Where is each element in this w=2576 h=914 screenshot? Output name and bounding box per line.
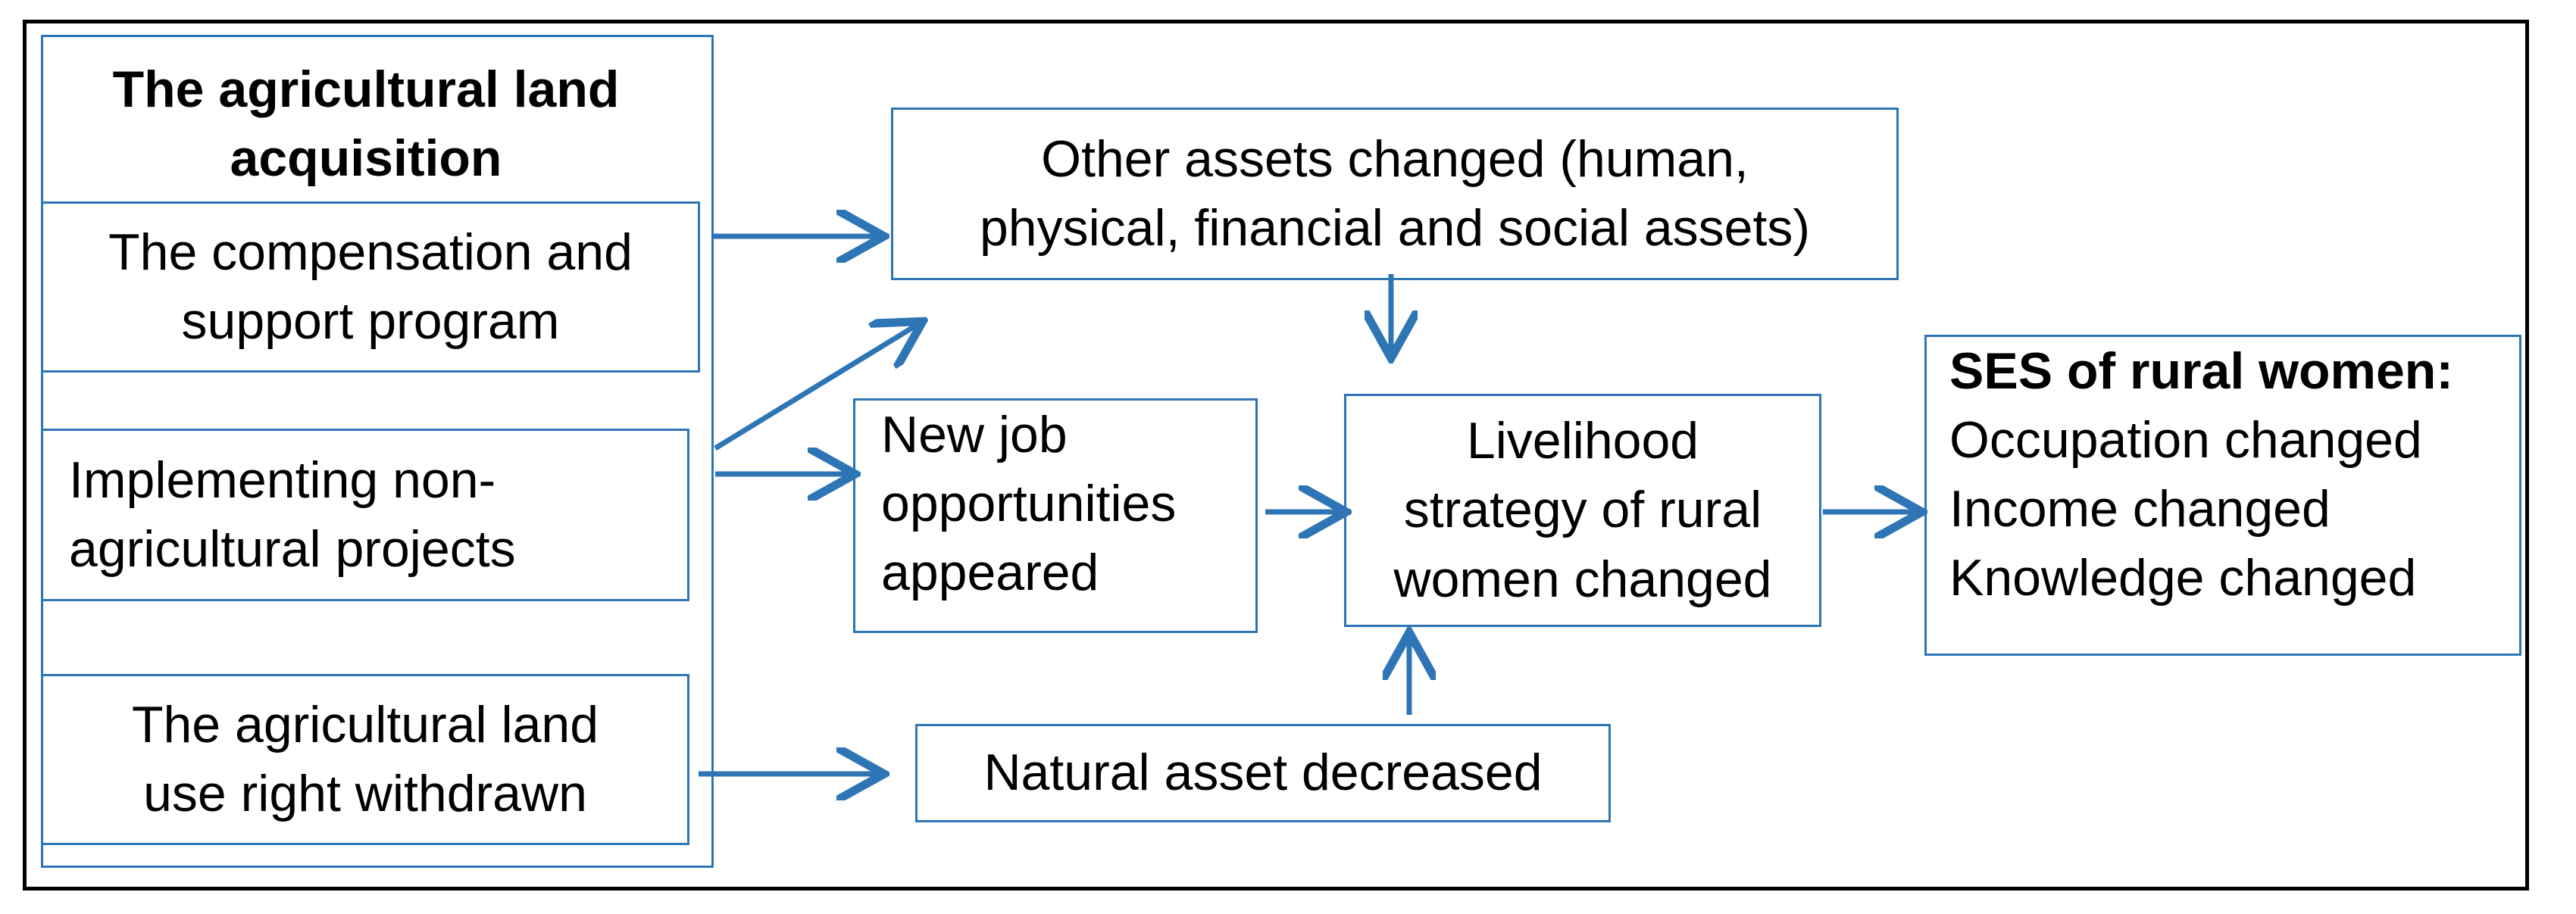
natural-asset-box: Natural asset decreased bbox=[915, 724, 1611, 822]
arrow-implementing-to-other-assets bbox=[714, 324, 918, 451]
other-assets-line1: Other assets changed (human, bbox=[1041, 129, 1749, 188]
livelihood-line3: women changed bbox=[1393, 550, 1772, 608]
new-jobs-line3: appeared bbox=[881, 544, 1099, 602]
land-acquisition-title: The agricultural land acquisition bbox=[112, 61, 620, 188]
ses-item: Knowledge changed bbox=[1949, 549, 2417, 607]
livelihood-line1: Livelihood bbox=[1466, 412, 1699, 470]
other-assets-line2: physical, financial and social assets) bbox=[979, 199, 1811, 257]
implementing-box: Implementing non-agricultural projects bbox=[41, 429, 689, 601]
livelihood-box: Livelihood strategy of rural women chang… bbox=[1344, 394, 1821, 627]
new-jobs-line1: New job bbox=[881, 406, 1068, 463]
compensation-box: The compensation and support program bbox=[41, 201, 700, 373]
new-jobs-line2: opportunities bbox=[881, 475, 1177, 533]
implementing-label: Implementing non-agricultural projects bbox=[69, 451, 516, 578]
ses-item: Income changed bbox=[1949, 480, 2331, 538]
ses-title: SES of rural women: bbox=[1949, 342, 2453, 400]
withdrawn-label: The agricultural land use right withdraw… bbox=[131, 695, 599, 822]
new-jobs-box: New job opportunities appeared bbox=[853, 398, 1258, 633]
other-assets-box: Other assets changed (human, physical, f… bbox=[891, 108, 1899, 280]
livelihood-line2: strategy of rural bbox=[1403, 481, 1762, 539]
ses-item: Occupation changed bbox=[1949, 411, 2422, 469]
compensation-label: The compensation and support program bbox=[108, 223, 633, 350]
ses-box: SES of rural women: Occupation changed I… bbox=[1924, 335, 2521, 656]
natural-asset-label: Natural asset decreased bbox=[983, 744, 1543, 802]
withdrawn-box: The agricultural land use right withdraw… bbox=[41, 674, 689, 845]
